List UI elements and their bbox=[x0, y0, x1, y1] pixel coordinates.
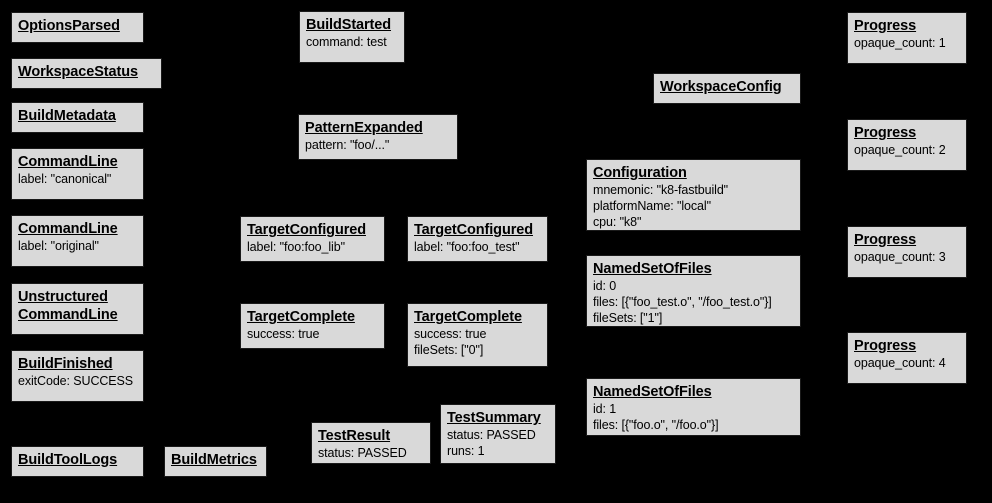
node-fields: label: "original" bbox=[18, 238, 138, 254]
node-fields: success: true bbox=[247, 326, 379, 342]
node-progress-1[interactable]: Progress opaque_count: 1 bbox=[847, 12, 967, 64]
node-field: label: "canonical" bbox=[18, 172, 112, 186]
node-title: BuildToolLogs bbox=[18, 452, 118, 468]
node-title: BuildStarted bbox=[306, 17, 392, 33]
node-title: WorkspaceStatus bbox=[18, 64, 138, 80]
node-fields: opaque_count: 4 bbox=[854, 355, 961, 371]
node-title: Configuration bbox=[593, 165, 687, 181]
node-test-result[interactable]: TestResult status: PASSED bbox=[311, 422, 431, 464]
node-title: Unstructured CommandLine bbox=[18, 289, 118, 323]
node-progress-4[interactable]: Progress opaque_count: 4 bbox=[847, 332, 967, 384]
node-title: PatternExpanded bbox=[305, 120, 423, 136]
node-fields: id: 1 files: [{"foo.o", "/foo.o"}] bbox=[593, 401, 795, 433]
node-field: files: [{"foo_test.o", "/foo_test.o"}] bbox=[593, 295, 772, 309]
node-workspace-config[interactable]: WorkspaceConfig bbox=[653, 73, 801, 104]
node-build-metadata[interactable]: BuildMetadata bbox=[11, 102, 144, 133]
node-field: opaque_count: 1 bbox=[854, 36, 946, 50]
node-title: CommandLine bbox=[18, 154, 118, 170]
node-progress-2[interactable]: Progress opaque_count: 2 bbox=[847, 119, 967, 171]
node-build-finished[interactable]: BuildFinished exitCode: SUCCESS bbox=[11, 350, 144, 402]
node-workspace-status[interactable]: WorkspaceStatus bbox=[11, 58, 162, 89]
node-target-complete-foo-test[interactable]: TargetComplete success: true fileSets: ["0… bbox=[407, 303, 548, 367]
node-title: Progress bbox=[854, 18, 917, 34]
node-title: TargetComplete bbox=[414, 309, 522, 325]
node-title: TestSummary bbox=[447, 410, 541, 426]
node-named-set-of-files-1[interactable]: NamedSetOfFiles id: 1 files: [{"foo.o", "/… bbox=[586, 378, 801, 436]
node-pattern-expanded[interactable]: PatternExpanded pattern: "foo/..." bbox=[298, 114, 458, 160]
node-title: Progress bbox=[854, 232, 917, 248]
node-field: id: 1 bbox=[593, 402, 617, 416]
node-fields: success: true fileSets: ["0"] bbox=[414, 326, 542, 358]
node-fields: opaque_count: 3 bbox=[854, 249, 961, 265]
node-fields: label: "foo:foo_test" bbox=[414, 239, 542, 255]
node-field: runs: 1 bbox=[447, 444, 485, 458]
node-build-metrics[interactable]: BuildMetrics bbox=[164, 446, 267, 477]
node-fields: command: test bbox=[306, 34, 399, 50]
node-field: label: "foo:foo_test" bbox=[414, 240, 520, 254]
node-title: NamedSetOfFiles bbox=[593, 384, 712, 400]
node-target-complete-foo-lib[interactable]: TargetComplete success: true bbox=[240, 303, 385, 349]
node-field: label: "foo:foo_lib" bbox=[247, 240, 345, 254]
node-progress-3[interactable]: Progress opaque_count: 3 bbox=[847, 226, 967, 278]
node-title: BuildFinished bbox=[18, 356, 113, 372]
node-title: CommandLine bbox=[18, 221, 118, 237]
node-title: Progress bbox=[854, 125, 917, 141]
node-fields: label: "canonical" bbox=[18, 171, 138, 187]
node-fields: opaque_count: 1 bbox=[854, 35, 961, 51]
node-fields: exitCode: SUCCESS bbox=[18, 373, 138, 389]
node-target-configured-foo-lib[interactable]: TargetConfigured label: "foo:foo_lib" bbox=[240, 216, 385, 262]
node-fields: label: "foo:foo_lib" bbox=[247, 239, 379, 255]
node-field: mnemonic: "k8-fastbuild" bbox=[593, 183, 729, 197]
node-field: status: PASSED bbox=[447, 428, 536, 442]
node-title: BuildMetrics bbox=[171, 452, 257, 468]
node-fields: mnemonic: "k8-fastbuild" platformName: "l… bbox=[593, 182, 795, 230]
node-fields: opaque_count: 2 bbox=[854, 142, 961, 158]
node-field: files: [{"foo.o", "/foo.o"}] bbox=[593, 418, 719, 432]
node-field: platformName: "local" bbox=[593, 199, 711, 213]
node-title: OptionsParsed bbox=[18, 18, 120, 34]
node-field: pattern: "foo/..." bbox=[305, 138, 390, 152]
node-title: Progress bbox=[854, 338, 917, 354]
node-title: TargetComplete bbox=[247, 309, 355, 325]
node-title: TargetConfigured bbox=[414, 222, 533, 238]
node-options-parsed[interactable]: OptionsParsed bbox=[11, 12, 144, 43]
node-fields: id: 0 files: [{"foo_test.o", "/foo_test.o… bbox=[593, 278, 795, 326]
node-build-started[interactable]: BuildStarted command: test bbox=[299, 11, 405, 63]
node-title: WorkspaceConfig bbox=[660, 79, 782, 95]
node-test-summary[interactable]: TestSummary status: PASSED runs: 1 bbox=[440, 404, 556, 464]
node-field: opaque_count: 4 bbox=[854, 356, 946, 370]
node-command-line-canonical[interactable]: CommandLine label: "canonical" bbox=[11, 148, 144, 200]
node-fields: pattern: "foo/..." bbox=[305, 137, 452, 153]
node-configuration[interactable]: Configuration mnemonic: "k8-fastbuild" pla… bbox=[586, 159, 801, 231]
node-field: fileSets: ["1"] bbox=[593, 311, 663, 325]
node-unstructured-command-line[interactable]: Unstructured CommandLine bbox=[11, 283, 144, 335]
node-target-configured-foo-test[interactable]: TargetConfigured label: "foo:foo_test" bbox=[407, 216, 548, 262]
node-field: fileSets: ["0"] bbox=[414, 343, 484, 357]
node-command-line-original[interactable]: CommandLine label: "original" bbox=[11, 215, 144, 267]
node-field: opaque_count: 3 bbox=[854, 250, 946, 264]
node-fields: status: PASSED runs: 1 bbox=[447, 427, 550, 459]
node-field: label: "original" bbox=[18, 239, 99, 253]
node-field: cpu: "k8" bbox=[593, 215, 642, 229]
node-field: exitCode: SUCCESS bbox=[18, 374, 134, 388]
node-title: BuildMetadata bbox=[18, 108, 116, 124]
node-title: TestResult bbox=[318, 428, 391, 444]
node-field: success: true bbox=[247, 327, 320, 341]
node-fields: status: PASSED bbox=[318, 445, 425, 461]
node-field: command: test bbox=[306, 35, 387, 49]
node-field: success: true bbox=[414, 327, 487, 341]
node-build-tool-logs[interactable]: BuildToolLogs bbox=[11, 446, 144, 477]
node-field: id: 0 bbox=[593, 279, 617, 293]
node-field: status: PASSED bbox=[318, 446, 407, 460]
node-title: NamedSetOfFiles bbox=[593, 261, 712, 277]
node-title: TargetConfigured bbox=[247, 222, 366, 238]
node-field: opaque_count: 2 bbox=[854, 143, 946, 157]
node-named-set-of-files-0[interactable]: NamedSetOfFiles id: 0 files: [{"foo_test.o… bbox=[586, 255, 801, 327]
